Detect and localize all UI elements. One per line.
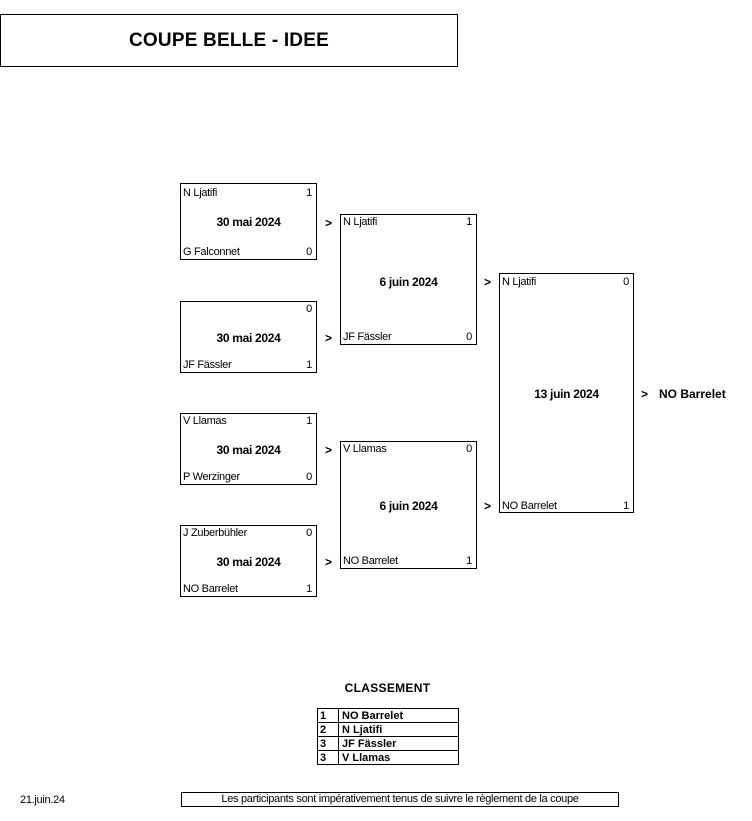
- top-score: 0: [306, 527, 312, 539]
- match-round1-4: J Zuberbühler 0 30 mai 2024 NO Barrelet …: [180, 525, 317, 597]
- match-date: 30 mai 2024: [216, 331, 281, 345]
- rank-name: JF Fässler: [338, 736, 459, 751]
- rank-name: V Llamas: [338, 750, 459, 765]
- bottom-score: 0: [306, 471, 312, 483]
- table-row: 1 NO Barrelet: [317, 708, 459, 723]
- arrow-icon: >: [325, 331, 333, 345]
- top-score: 1: [306, 187, 312, 199]
- footer-date: 21.juin.24: [20, 794, 65, 806]
- top-player: J Zuberbühler: [183, 527, 247, 539]
- rank-number: 1: [317, 708, 339, 723]
- match-date: 6 juin 2024: [379, 275, 438, 289]
- arrow-icon: >: [484, 275, 492, 289]
- top-score: 1: [306, 415, 312, 427]
- winner-name: NO Barrelet: [659, 387, 726, 401]
- rank-number: 3: [317, 736, 339, 751]
- rank-name: NO Barrelet: [338, 708, 459, 723]
- table-row: 2 N Ljatifi: [317, 722, 459, 737]
- top-player: N Ljatifi: [502, 276, 536, 288]
- match-round2-1: N Ljatifi 1 6 juin 2024 JF Fässler 0: [340, 214, 477, 345]
- arrow-icon: >: [641, 387, 649, 401]
- match-final: N Ljatifi 0 13 juin 2024 NO Barrelet 1: [499, 273, 634, 513]
- match-round1-3: V Llamas 1 30 mai 2024 P Werzinger 0: [180, 413, 317, 485]
- match-round2-2: V Llamas 0 6 juin 2024 NO Barrelet 1: [340, 441, 477, 569]
- match-date: 30 mai 2024: [216, 215, 281, 229]
- bottom-player: NO Barrelet: [183, 583, 238, 595]
- top-score: 1: [466, 216, 472, 228]
- bottom-score: 1: [306, 583, 312, 595]
- top-score: 0: [306, 303, 312, 315]
- bottom-player: JF Fässler: [343, 331, 392, 343]
- arrow-icon: >: [325, 443, 333, 457]
- bottom-score: 1: [306, 359, 312, 371]
- arrow-icon: >: [325, 555, 333, 569]
- bottom-player: NO Barrelet: [502, 500, 557, 512]
- footer-note: Les participants sont impérativement ten…: [181, 792, 619, 807]
- top-player: V Llamas: [183, 415, 227, 427]
- arrow-icon: >: [484, 499, 492, 513]
- page-title: COUPE BELLE - IDEE: [0, 14, 458, 67]
- top-score: 0: [466, 443, 472, 455]
- rank-number: 2: [317, 722, 339, 737]
- bottom-score: 0: [466, 331, 472, 343]
- match-round1-1: N Ljatifi 1 30 mai 2024 G Falconnet 0: [180, 183, 317, 260]
- rank-name: N Ljatifi: [338, 722, 459, 737]
- arrow-icon: >: [325, 216, 333, 230]
- table-row: 3 V Llamas: [317, 750, 459, 765]
- bottom-player: G Falconnet: [183, 246, 240, 258]
- bottom-score: 1: [623, 500, 629, 512]
- bottom-player: P Werzinger: [183, 471, 240, 483]
- match-date: 6 juin 2024: [379, 499, 438, 513]
- bottom-score: 0: [306, 246, 312, 258]
- bottom-score: 1: [466, 555, 472, 567]
- rank-number: 3: [317, 750, 339, 765]
- top-player: N Ljatifi: [183, 187, 217, 199]
- top-player: N Ljatifi: [343, 216, 377, 228]
- top-score: 0: [623, 276, 629, 288]
- bottom-player: JF Fässler: [183, 359, 232, 371]
- match-round1-2: 0 30 mai 2024 JF Fässler 1: [180, 301, 317, 373]
- classement-table: 1 NO Barrelet 2 N Ljatifi 3 JF Fässler 3…: [317, 708, 459, 765]
- match-date: 13 juin 2024: [534, 387, 599, 401]
- match-date: 30 mai 2024: [216, 443, 281, 457]
- table-row: 3 JF Fässler: [317, 736, 459, 751]
- classement-title: CLASSEMENT: [344, 681, 431, 695]
- top-player: V Llamas: [343, 443, 387, 455]
- match-date: 30 mai 2024: [216, 555, 281, 569]
- bottom-player: NO Barrelet: [343, 555, 398, 567]
